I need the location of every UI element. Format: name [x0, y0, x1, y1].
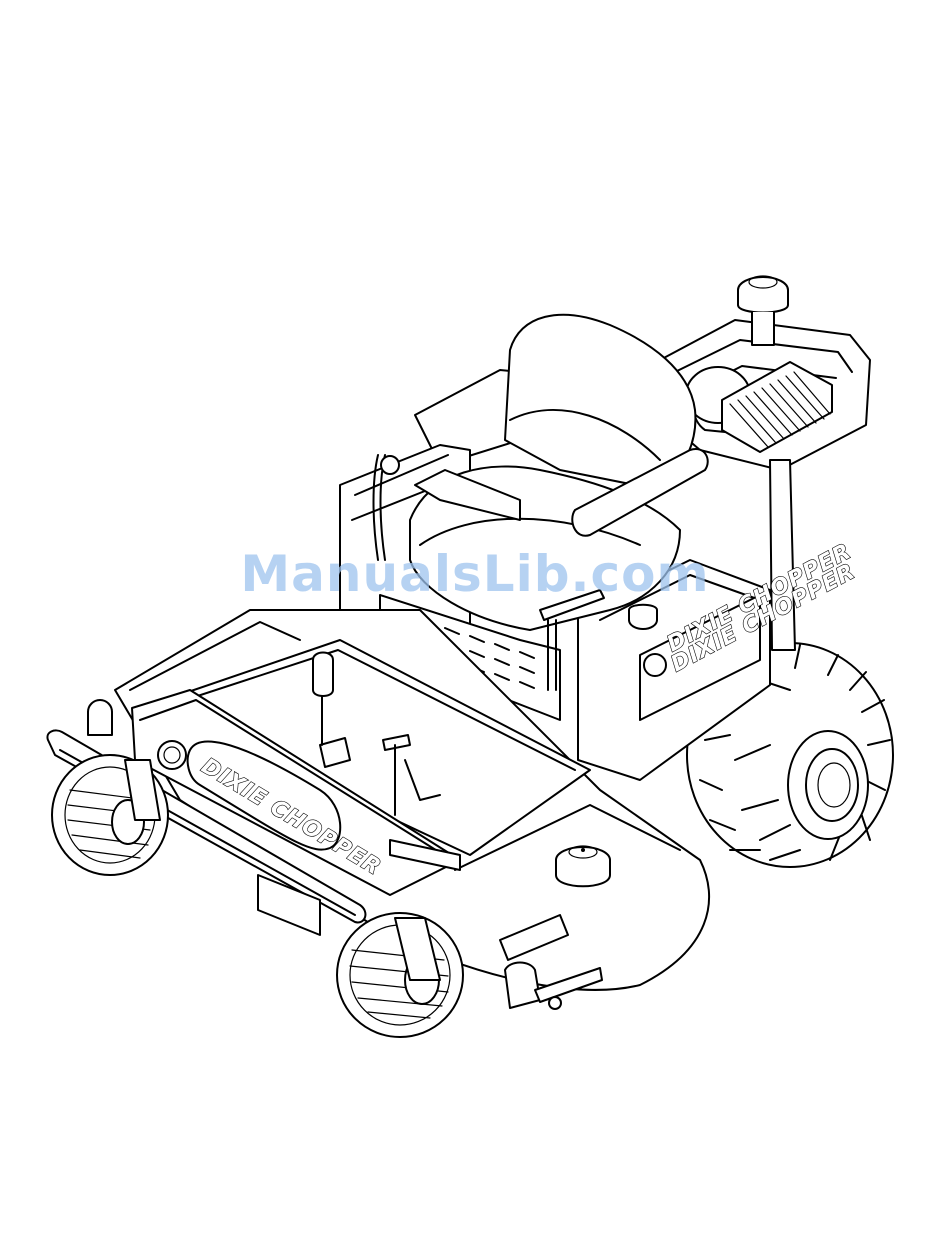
- deck-pulley: [556, 846, 610, 886]
- front-right-caster-wheel: [337, 913, 463, 1037]
- front-left-caster-wheel: [52, 755, 168, 875]
